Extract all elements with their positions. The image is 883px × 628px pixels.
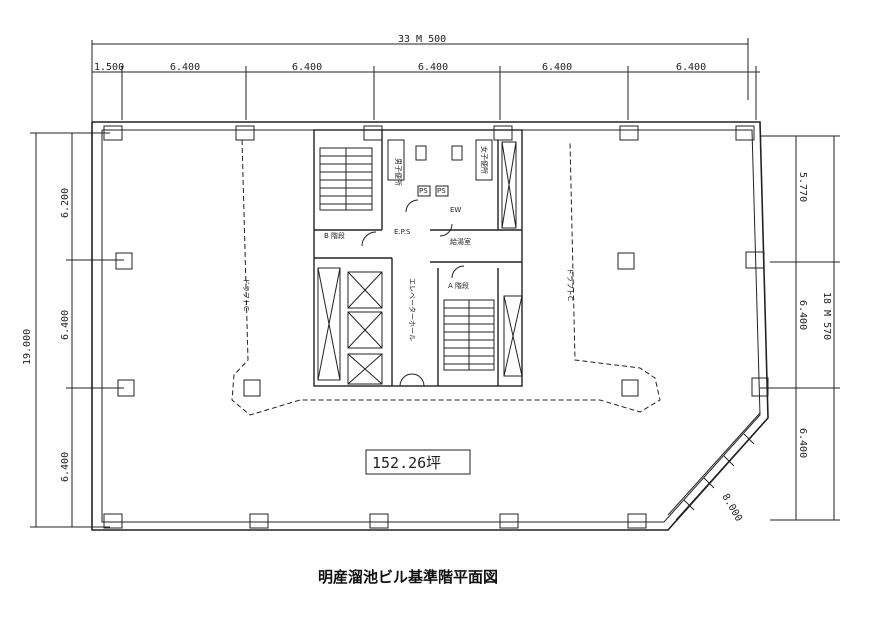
right-total-label: 18 M 570 xyxy=(821,292,832,340)
room-labels: B 階段 A 階段 男子便所 女子便所 PS PS 給湯室 EW E.P.S エ… xyxy=(242,146,574,341)
right-span-label: 5.770 xyxy=(797,172,808,202)
elevator-shafts xyxy=(347,271,383,385)
left-span-label: 6.400 xyxy=(60,452,71,482)
left-span-label: 6.200 xyxy=(60,188,71,218)
left-total-label: 19.000 xyxy=(22,329,33,365)
diagonal-wall xyxy=(667,412,767,521)
dashed-core-outline xyxy=(231,139,661,416)
interior-columns xyxy=(115,252,639,397)
room-label-right-sash: ドラフトC xyxy=(566,268,574,301)
room-label-pantry: 給湯室 xyxy=(450,237,471,246)
room-label-ew: EW xyxy=(450,206,461,214)
top-span-label: 6.400 xyxy=(676,62,706,73)
diagonal-span-label: 8.000 xyxy=(719,492,744,524)
top-span-label: 1.500 xyxy=(94,62,124,73)
room-label-ps: PS xyxy=(437,187,446,195)
room-label-left-sash: ドラフトC xyxy=(242,278,250,311)
top-span-label: 6.400 xyxy=(292,62,322,73)
area-box: 152.26坪 xyxy=(365,449,471,475)
top-span-label: 6.400 xyxy=(418,62,448,73)
top-dimension-lines xyxy=(91,38,760,122)
stair-b-treads xyxy=(319,147,373,211)
right-span-label: 6.400 xyxy=(797,300,808,330)
area-label: 152.26坪 xyxy=(372,454,441,472)
room-label-stair-b: B 階段 xyxy=(324,231,345,240)
core-walls xyxy=(313,129,523,387)
right-dimension-lines xyxy=(760,135,840,521)
top-span-label: 6.400 xyxy=(542,62,572,73)
room-label-womens-wc: 女子便所 xyxy=(480,146,489,174)
total-width-label: 33 M 500 xyxy=(398,34,446,45)
room-label-stair-a: A 階段 xyxy=(448,281,469,290)
room-label-elevator-hall: エレベーターホール xyxy=(408,278,417,341)
plan-title: 明産溜池ビル基準階平面図 xyxy=(318,568,498,586)
right-span-label: 6.400 xyxy=(797,428,808,458)
toilet-fixtures xyxy=(387,139,493,197)
room-label-eps: E.P.S xyxy=(394,228,411,236)
left-span-label: 6.400 xyxy=(60,310,71,340)
door-swings xyxy=(361,199,465,387)
room-label-mens-wc: 男子便所 xyxy=(394,158,403,186)
stair-a-treads xyxy=(443,299,495,371)
left-dimension-lines xyxy=(30,132,124,528)
duct-shafts xyxy=(317,141,523,381)
room-label-ps: PS xyxy=(419,187,428,195)
top-span-label: 6.400 xyxy=(170,62,200,73)
wall-columns xyxy=(103,125,769,529)
